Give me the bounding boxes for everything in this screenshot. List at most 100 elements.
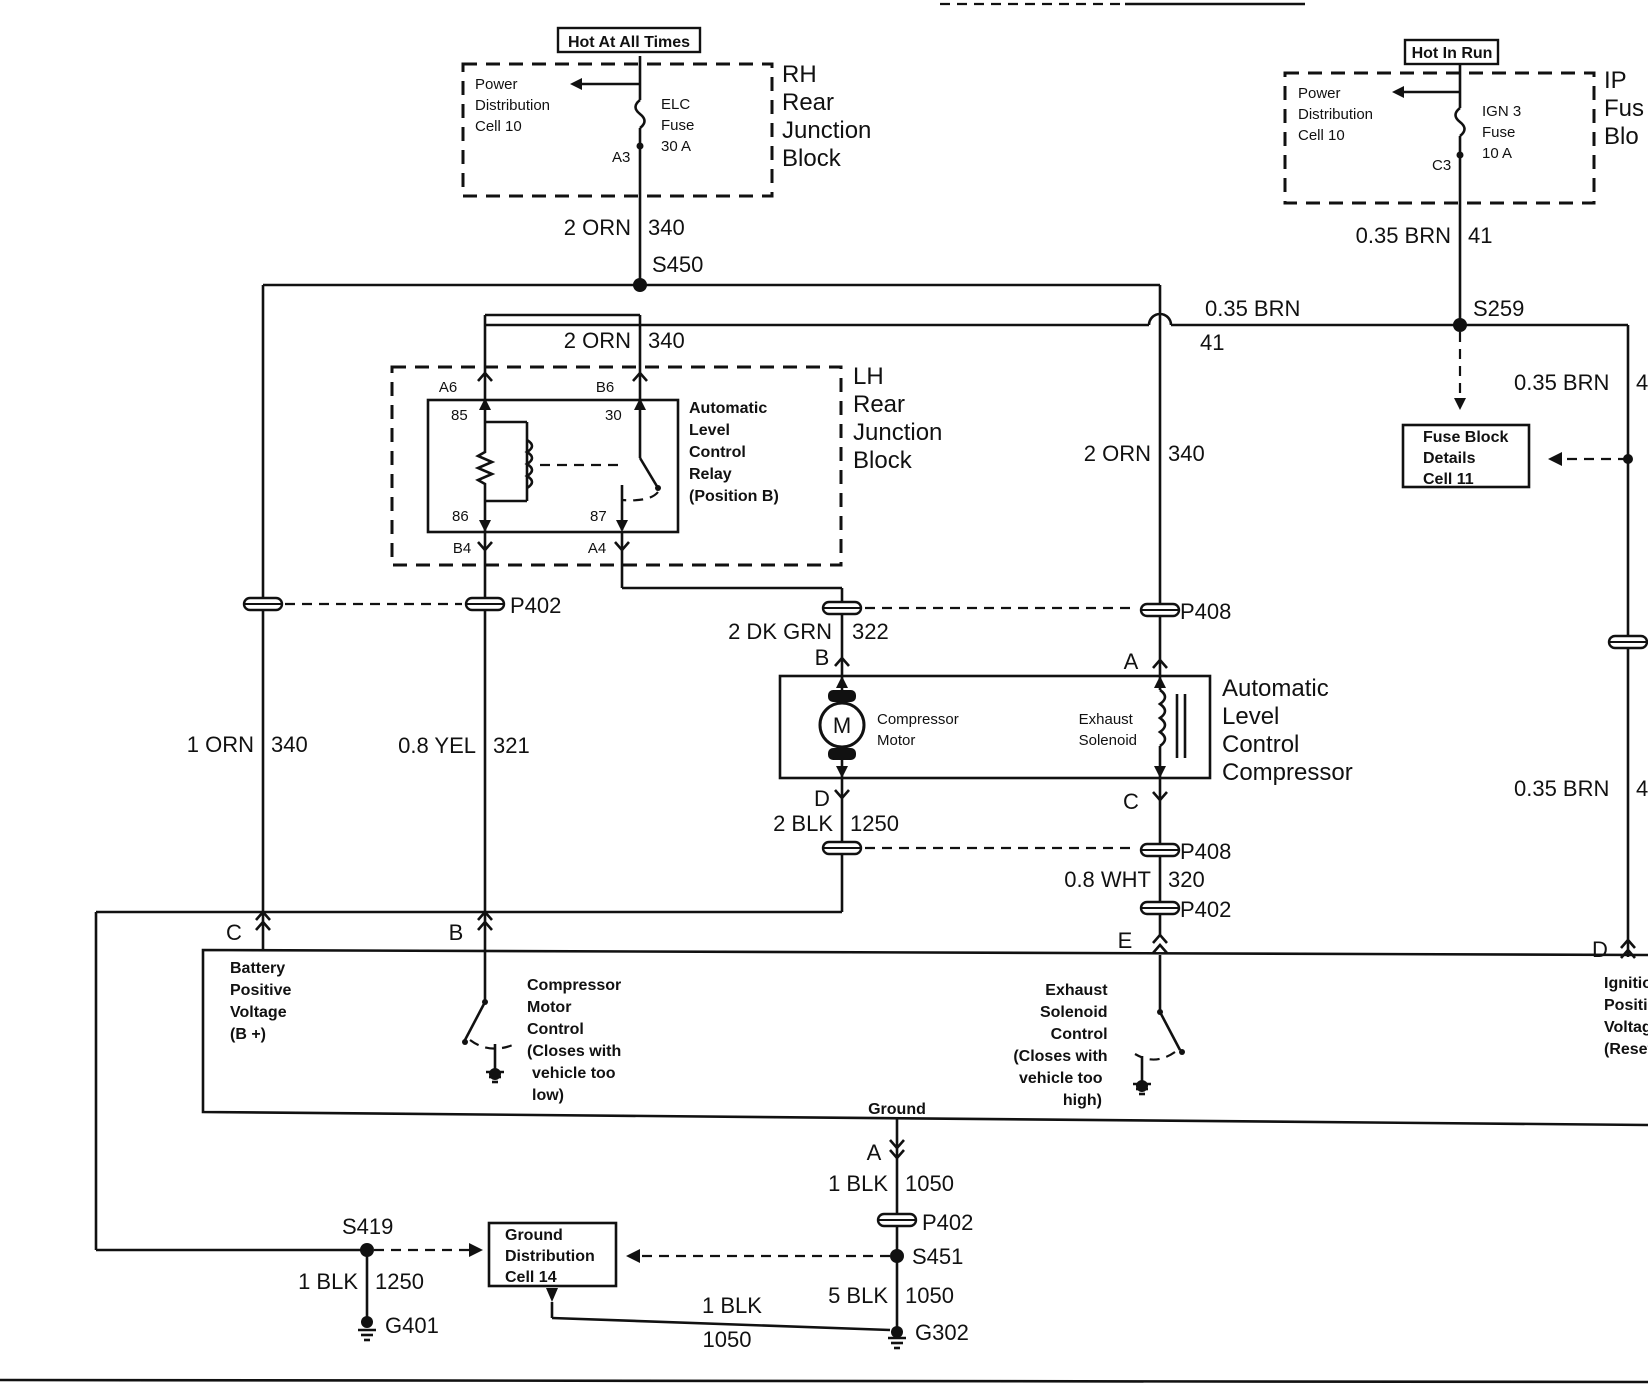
alc-relay-label: Automatic Level Control Relay (Position …	[689, 400, 779, 505]
wire-2dkgrn-label: 2 DK GRN	[728, 619, 832, 644]
connector-p402	[464, 596, 506, 612]
rh-rear-junction-block-label: RH Rear Junction Block	[782, 61, 878, 172]
exhaust-solenoid-control-label: Exhaust Solenoid Control (Closes with ve…	[1013, 982, 1112, 1109]
wire-1blk-label: 1 BLK	[702, 1293, 762, 1318]
compressor-pin-b: B	[815, 645, 830, 670]
compressor-pin-c: C	[1123, 789, 1139, 814]
connector-p408	[1139, 842, 1181, 858]
alc-relay	[426, 398, 680, 534]
hot-at-all-times-label: Hot At All Times	[568, 34, 690, 51]
alc-compressor	[778, 674, 1212, 780]
wire-035brn-label: 0.35 BRN	[1514, 776, 1609, 801]
module-pin-b: B	[449, 920, 464, 945]
module-pin-c: C	[226, 920, 242, 945]
ground-icon	[886, 1336, 908, 1350]
module-ground-label: Ground	[868, 1101, 926, 1118]
hot-in-run-label: Hot In Run	[1412, 45, 1493, 62]
connector-p402-label: P402	[922, 1210, 973, 1235]
connector-p408	[1139, 602, 1181, 618]
connector-c2	[821, 600, 863, 616]
module-pin-d: D	[1592, 937, 1608, 962]
rh-power-distribution-label: Power Distribution Cell 10	[475, 76, 554, 135]
ground-icon	[356, 1328, 378, 1342]
ip-fuse-block	[1283, 71, 1596, 205]
exhaust-solenoid-label: Exhaust Solenoid	[1079, 711, 1137, 749]
relay-pin-85: 85	[451, 407, 468, 424]
wire-322-label: 322	[852, 619, 889, 644]
pin-b4: B4	[453, 540, 471, 557]
splice-s259	[1453, 318, 1467, 332]
wire-41-label: 41	[1468, 223, 1492, 248]
pin-a3: A3	[612, 149, 630, 166]
elc-fuse-label: ELC Fuse 30 A	[661, 96, 699, 155]
wire-41-label: 41	[1200, 330, 1224, 355]
wire-321-label: 321	[493, 733, 530, 758]
wire-1050-label: 1050	[905, 1171, 954, 1196]
alc-compressor-label: Automatic Level Control Compressor	[1222, 675, 1353, 786]
pin-a4: A4	[588, 540, 606, 557]
splice-s451-label: S451	[912, 1244, 963, 1269]
wire-035brn-label: 0.35 BRN	[1514, 370, 1609, 395]
relay-pin-87: 87	[590, 508, 607, 525]
wire-4-label: 4	[1636, 370, 1648, 395]
module-pin-e: E	[1118, 928, 1133, 953]
wire-340-label: 340	[648, 328, 685, 353]
wire-1250-label: 1250	[375, 1269, 424, 1294]
wire-1050-label: 1050	[905, 1283, 954, 1308]
ip-fuse-block-label: IP Fus Blo	[1604, 67, 1648, 150]
ground-distribution-box	[487, 1221, 618, 1288]
ground-g401-label: G401	[385, 1313, 439, 1338]
wire-035brn-label: 0.35 BRN	[1356, 223, 1451, 248]
connector-c1	[242, 596, 284, 612]
relay-pin-86: 86	[452, 508, 469, 525]
wire-08yel-label: 0.8 YEL	[398, 733, 476, 758]
connector-p402-label: P402	[510, 593, 561, 618]
splice-s450-label: S450	[652, 252, 703, 277]
ip-power-distribution-label: Power Distribution Cell 10	[1298, 85, 1377, 144]
connector-c3	[1607, 634, 1648, 650]
pin-a6: A6	[439, 379, 457, 396]
wire-2orn-label: 2 ORN	[1084, 441, 1151, 466]
splice-s419-label: S419	[342, 1214, 393, 1239]
pin-c3: C3	[1432, 157, 1451, 174]
wire-1orn-label: 1 ORN	[187, 732, 254, 757]
splice-s259-label: S259	[1473, 296, 1524, 321]
wire-1250-label: 1250	[850, 811, 899, 836]
rh-rear-junction-block	[461, 62, 774, 198]
motor-m: M	[833, 713, 851, 738]
compressor-motor-control-label: Compressor Motor Control (Closes with ve…	[527, 977, 626, 1104]
wire-2blk-label: 2 BLK	[773, 811, 833, 836]
fuse-block-details-label: Fuse Block Details Cell 11	[1423, 429, 1513, 488]
compressor-motor-label: Compressor Motor	[877, 711, 963, 749]
relay-pin-30: 30	[605, 407, 622, 424]
wire-340-label: 340	[648, 215, 685, 240]
ground-g302-label: G302	[915, 1320, 969, 1345]
compressor-pin-a: A	[1124, 649, 1139, 674]
wire-1050-label: 1050	[703, 1327, 752, 1352]
connector-p402	[876, 1212, 918, 1228]
wire-1blk-label: 1 BLK	[828, 1171, 888, 1196]
module-pin-a: A	[867, 1140, 882, 1165]
wire-2orn-label: 2 ORN	[564, 328, 631, 353]
lh-rear-junction-block-label: LH Rear Junction Block	[853, 363, 949, 474]
wire-5blk-label: 5 BLK	[828, 1283, 888, 1308]
wire-320-label: 320	[1168, 867, 1205, 892]
connector-p408-label: P408	[1180, 599, 1231, 624]
connector-p402-label: P402	[1180, 897, 1231, 922]
pin-b6: B6	[596, 379, 614, 396]
wire-08wht-label: 0.8 WHT	[1064, 867, 1151, 892]
compressor-pin-d: D	[814, 786, 830, 811]
wire-4-label: 4	[1636, 776, 1648, 801]
connector-p402	[1139, 900, 1181, 916]
fuse-block-details-box	[1401, 423, 1531, 489]
connector-p408-label: P408	[1180, 839, 1231, 864]
battery-positive-voltage-label: Battery Positive Voltage (B +)	[230, 960, 296, 1043]
alc-module	[201, 948, 1648, 1127]
connector-c4	[821, 840, 863, 856]
ignition-positive-voltage-label: Ignitio Positi Voltag (Reset	[1604, 975, 1648, 1058]
wire-035brn-label: 0.35 BRN	[1205, 296, 1300, 321]
splice-s450	[633, 278, 647, 292]
wire-340-label: 340	[1168, 441, 1205, 466]
wire-1blk-label: 1 BLK	[298, 1269, 358, 1294]
